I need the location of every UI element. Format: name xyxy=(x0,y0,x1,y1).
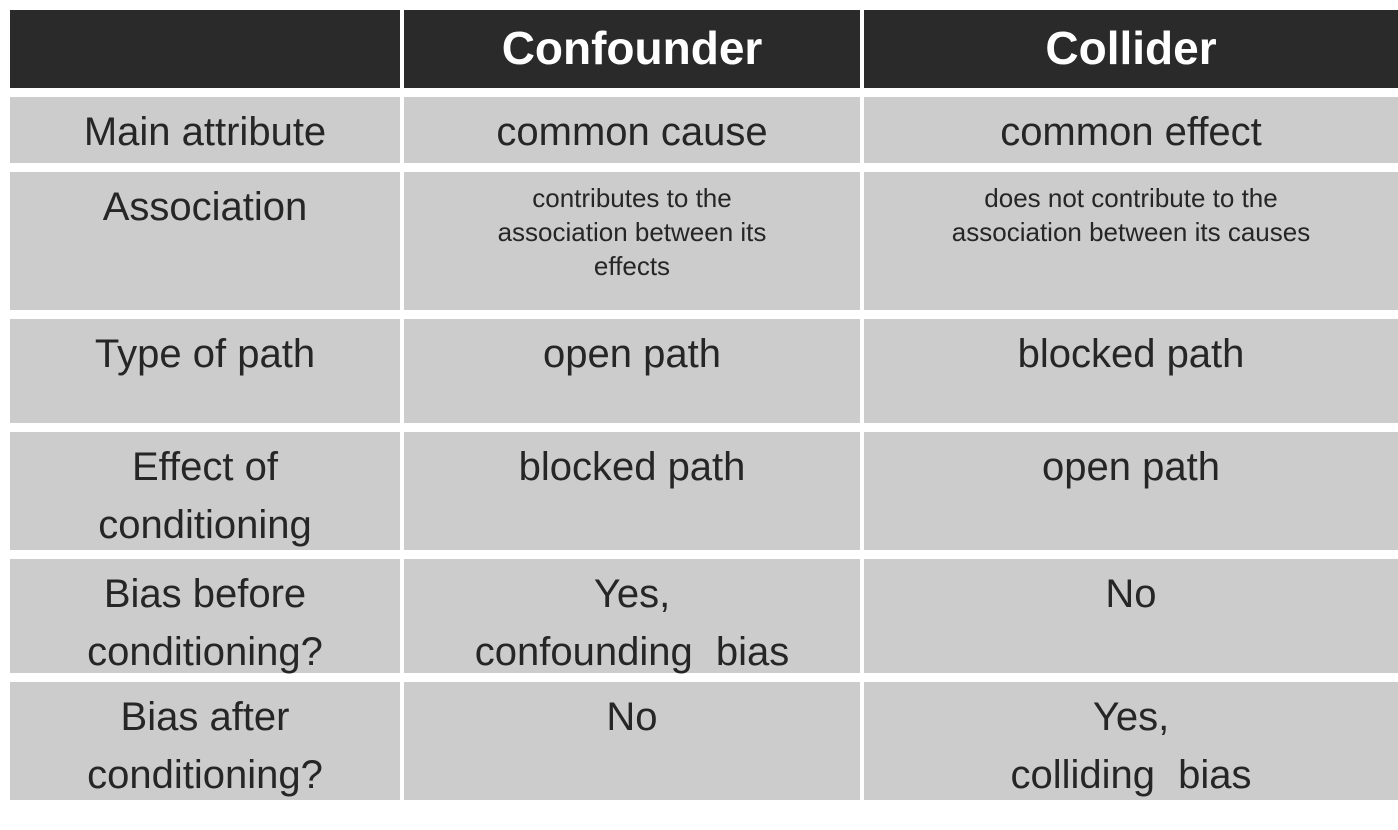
row-label-type-of-path: Type of path xyxy=(10,319,400,423)
comparison-table: Confounder Collider Main attribute commo… xyxy=(10,10,1398,800)
row-label-association: Association xyxy=(10,172,400,310)
header-cell-confounder: Confounder xyxy=(404,10,860,88)
cell-effect-of-conditioning-confounder: blocked path xyxy=(404,432,860,550)
row-label-bias-before-conditioning: Bias before conditioning? xyxy=(10,559,400,674)
cell-association-collider: does not contribute to the association b… xyxy=(864,172,1398,310)
row-label-main-attribute: Main attribute xyxy=(10,97,400,163)
cell-bias-before-collider: No xyxy=(864,559,1398,673)
cell-main-attribute-collider: common effect xyxy=(864,97,1398,163)
cell-bias-after-collider: Yes, colliding bias xyxy=(864,682,1398,800)
cell-bias-before-confounder: Yes, confounding bias xyxy=(404,559,860,674)
row-label-effect-of-conditioning: Effect of conditioning xyxy=(10,432,400,550)
header-cell-empty xyxy=(10,10,400,88)
row-label-bias-after-conditioning: Bias after conditioning? xyxy=(10,682,400,800)
header-cell-collider: Collider xyxy=(864,10,1398,88)
cell-bias-after-confounder: No xyxy=(404,682,860,800)
cell-type-of-path-confounder: open path xyxy=(404,319,860,423)
cell-type-of-path-collider: blocked path xyxy=(864,319,1398,423)
cell-effect-of-conditioning-collider: open path xyxy=(864,432,1398,550)
cell-association-confounder: contributes to the association between i… xyxy=(404,172,860,310)
cell-main-attribute-confounder: common cause xyxy=(404,97,860,163)
